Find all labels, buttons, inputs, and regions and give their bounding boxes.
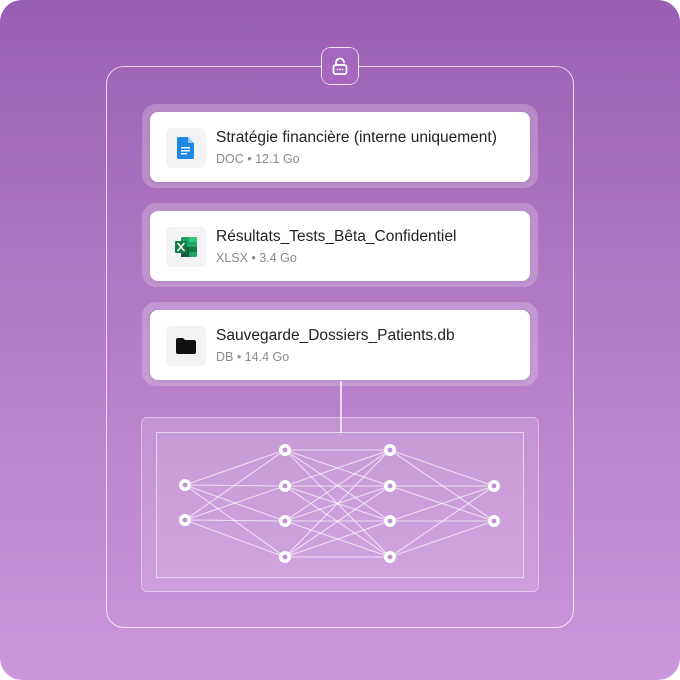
network-edge: [184, 449, 286, 486]
network-edge: [389, 449, 495, 487]
excel-icon: [166, 227, 206, 267]
network-edge: [284, 449, 391, 558]
network-edge: [284, 520, 391, 558]
file-meta: DOC • 12.1 Go: [216, 152, 300, 166]
network-node: [179, 479, 191, 491]
network-edge: [389, 520, 495, 558]
file-card-frame: Stratégie financière (interne uniquement…: [142, 104, 538, 188]
network-node: [384, 515, 396, 527]
network-edge: [184, 519, 286, 522]
file-card-beta-test-results[interactable]: Résultats_Tests_Bêta_Confidentiel XLSX •…: [150, 211, 530, 281]
network-node: [384, 551, 396, 563]
network-node: [279, 515, 291, 527]
file-card-financial-strategy[interactable]: Stratégie financière (interne uniquement…: [150, 112, 530, 182]
network-node: [488, 480, 500, 492]
network-node: [279, 551, 291, 563]
network-node: [384, 444, 396, 456]
network-edge: [284, 449, 391, 522]
lock-icon: [332, 57, 348, 75]
file-name: Stratégie financière (interne uniquement…: [216, 129, 497, 146]
file-name: Sauvegarde_Dossiers_Patients.db: [216, 327, 455, 344]
file-card-patient-records-backup[interactable]: Sauvegarde_Dossiers_Patients.db DB • 14.…: [150, 310, 530, 380]
google-doc-icon: [166, 128, 206, 168]
file-meta: XLSX • 3.4 Go: [216, 251, 297, 265]
connector-line: [340, 381, 342, 433]
network-edge: [184, 519, 286, 558]
network-edge: [184, 485, 286, 521]
file-card-frame: Résultats_Tests_Bêta_Confidentiel XLSX •…: [142, 203, 538, 287]
network-edge: [389, 485, 495, 558]
network-node: [384, 480, 396, 492]
network-diagram-frame: [156, 432, 524, 578]
folder-icon: [166, 326, 206, 366]
network-node: [279, 480, 291, 492]
file-card-frame: Sauvegarde_Dossiers_Patients.db DB • 14.…: [142, 302, 538, 386]
file-name: Résultats_Tests_Bêta_Confidentiel: [216, 228, 457, 245]
network-node: [279, 444, 291, 456]
network-edge: [284, 449, 391, 487]
file-meta: DB • 14.4 Go: [216, 350, 290, 364]
network-edge: [284, 485, 391, 558]
network-edge: [184, 449, 286, 521]
network-node: [179, 514, 191, 526]
network-edge: [389, 485, 495, 522]
lock-badge: [321, 47, 359, 85]
network-node: [488, 515, 500, 527]
